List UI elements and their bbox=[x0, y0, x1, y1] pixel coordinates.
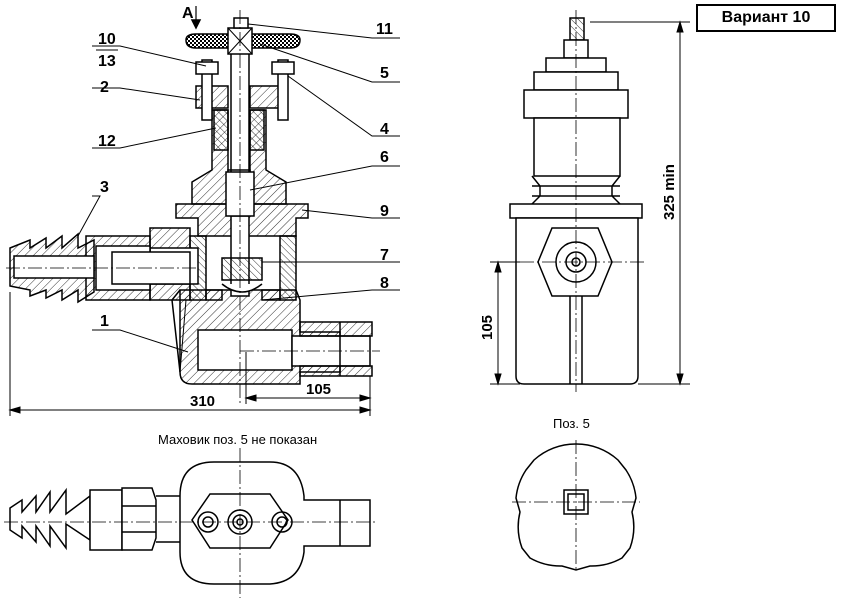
detail-label: Поз. 5 bbox=[553, 416, 590, 431]
callout-6: 6 bbox=[380, 149, 389, 166]
packing bbox=[213, 109, 229, 151]
side-hex-nut bbox=[531, 175, 621, 205]
callout-3: 3 bbox=[100, 179, 109, 196]
valve-disc bbox=[221, 257, 263, 281]
outlet-nipple bbox=[299, 321, 373, 377]
plan-union-nut bbox=[121, 487, 157, 551]
note-handwheel-not-shown: Маховик поз. 5 не показан bbox=[158, 432, 317, 447]
callout-leaders bbox=[77, 23, 400, 353]
callout-8: 8 bbox=[380, 275, 389, 292]
callout-7: 7 bbox=[380, 247, 389, 264]
view-marker: А bbox=[182, 5, 194, 22]
front-section-view bbox=[6, 6, 380, 405]
callout-5: 5 bbox=[380, 65, 389, 82]
side-stem-top bbox=[569, 17, 585, 41]
body-cavity bbox=[197, 329, 293, 371]
variant-label: Вариант 10 bbox=[696, 4, 836, 32]
stud-left bbox=[201, 59, 213, 121]
dim-min-height: 325 min bbox=[661, 164, 678, 220]
handwheel-detail bbox=[512, 440, 640, 572]
callout-10: 10 bbox=[98, 31, 116, 48]
callout-1: 1 bbox=[100, 313, 109, 330]
stud-right bbox=[277, 59, 289, 121]
callout-11: 11 bbox=[376, 21, 393, 38]
valve-seat bbox=[221, 283, 263, 293]
dim-side-height: 105 bbox=[479, 315, 496, 340]
top-nut bbox=[233, 17, 249, 29]
dimension-lines-side bbox=[490, 20, 690, 386]
plan-hose-barb bbox=[9, 487, 91, 551]
dimension-lines-main bbox=[8, 292, 372, 416]
callout-13: 13 bbox=[98, 53, 116, 70]
plan-view bbox=[4, 448, 378, 598]
side-bonnet bbox=[533, 117, 621, 177]
callout-4: 4 bbox=[380, 121, 389, 138]
dim-outlet-length: 105 bbox=[306, 381, 331, 398]
callout-2: 2 bbox=[100, 79, 109, 96]
callout-12: 12 bbox=[98, 133, 116, 150]
side-view bbox=[498, 10, 644, 392]
callout-labels: 11 5 10 13 2 4 12 6 3 9 7 8 1 bbox=[98, 21, 393, 330]
callout-9: 9 bbox=[380, 203, 389, 220]
gland-right bbox=[249, 85, 283, 109]
dim-total-length: 310 bbox=[190, 393, 215, 410]
